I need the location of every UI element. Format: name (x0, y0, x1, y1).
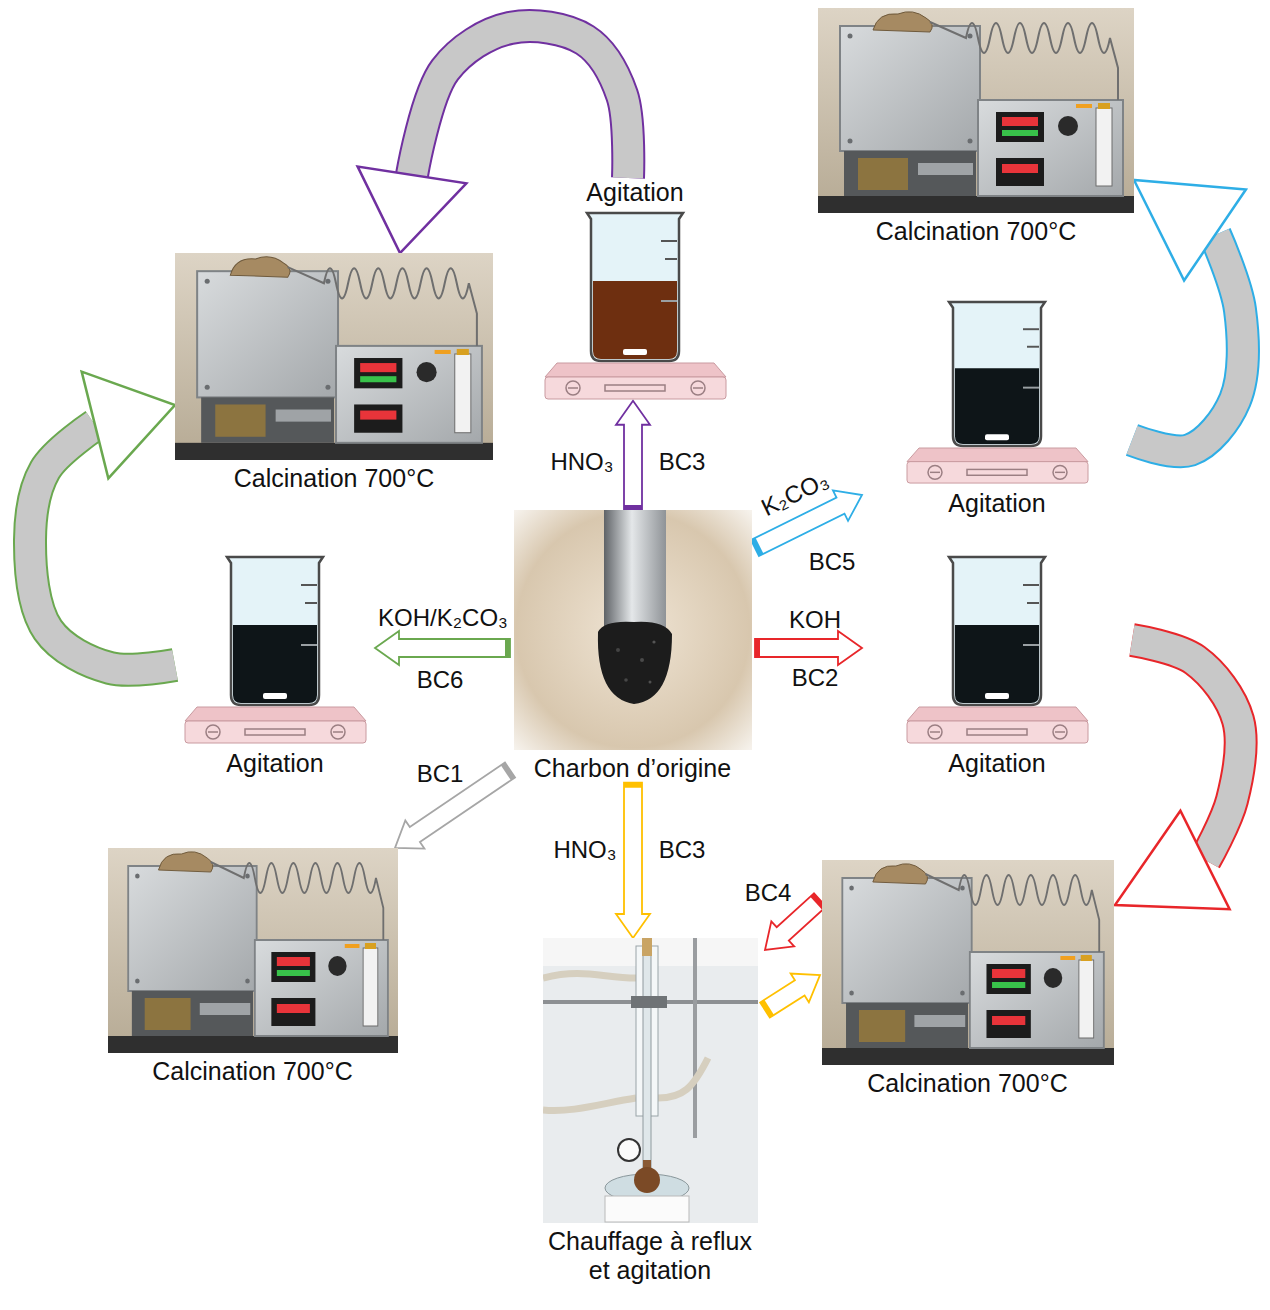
stirred-beaker (905, 555, 1090, 745)
arrow-head (82, 372, 175, 479)
node-caption: Charbon d’origine (534, 754, 731, 783)
stirred-beaker (907, 557, 1088, 743)
arrow-label: KOH/K₂CO₃ (378, 605, 508, 631)
arrow-head (1115, 811, 1230, 909)
curved-arrow-band (30, 425, 175, 670)
arrow-label: BC1 (417, 761, 464, 787)
furnace-photo (822, 860, 1114, 1065)
curved-arrow-fill (412, 26, 628, 178)
image-node: Calcination 700°C (818, 8, 1134, 246)
stirred-beaker (905, 300, 1090, 485)
arrow-tail (753, 539, 761, 555)
arrow-tail (624, 505, 642, 510)
image-node: Calcination 700°C (105, 848, 400, 1086)
node-caption: Calcination 700°C (867, 1069, 1067, 1098)
furnace-photo (108, 848, 398, 1053)
charcoal-photo (514, 510, 752, 750)
reflux-photo (543, 938, 758, 1223)
image-node: Agitation (540, 178, 730, 401)
image-node: Calcination 700°C (175, 253, 493, 493)
arrow-label: K₂CO₃ (757, 467, 832, 522)
hollow-arrow (755, 631, 862, 665)
flow-arrow (30, 372, 175, 670)
furnace-photo (175, 253, 493, 460)
node-caption: Agitation (948, 749, 1045, 778)
arrow-head (358, 167, 467, 253)
stirred-beaker (545, 213, 726, 399)
furnace-photo (822, 860, 1114, 1065)
image-node: Calcination 700°C (820, 860, 1115, 1098)
stirred-beaker (183, 555, 368, 745)
arrow-label: HNO₃ (550, 449, 613, 475)
furnace-photo (818, 8, 1134, 213)
hollow-arrow (616, 783, 650, 938)
flow-arrow (1132, 180, 1246, 451)
flow-arrow (358, 26, 629, 253)
flow-arrow (375, 631, 510, 665)
image-node: Charbon d’origine (510, 510, 755, 783)
stirred-beaker (543, 211, 728, 401)
flow-arrow (1115, 640, 1241, 909)
curved-arrow-fill (30, 425, 175, 670)
reflux-photo (543, 938, 758, 1223)
arrow-tail (624, 783, 642, 788)
furnace-photo (818, 8, 1134, 213)
flow-arrow (616, 783, 650, 938)
furnace-photo (108, 848, 398, 1053)
hollow-arrow (760, 974, 820, 1018)
node-caption: Chauffage à reflux et agitation (543, 1227, 758, 1285)
arrow-tail (755, 639, 760, 657)
arrow-label: BC3 (659, 837, 706, 863)
flow-arrow (616, 401, 650, 510)
arrow-label: BC5 (809, 549, 856, 575)
curved-arrow-band (412, 26, 628, 178)
hollow-arrow (375, 631, 510, 665)
arrow-tail (505, 639, 510, 657)
arrow-label: BC2 (792, 665, 839, 691)
furnace-photo (175, 253, 493, 460)
image-node: Agitation (175, 555, 375, 778)
flow-arrow (760, 974, 820, 1018)
stirred-beaker (907, 302, 1088, 483)
image-node: Agitation (862, 555, 1132, 778)
image-node: Chauffage à reflux et agitation (535, 938, 765, 1285)
arrow-label: HNO₃ (553, 837, 616, 863)
arrow-label: BC3 (659, 449, 706, 475)
arrow-tail (762, 1001, 772, 1016)
node-caption: Calcination 700°C (234, 464, 434, 493)
arrow-head (1134, 180, 1246, 281)
stirred-beaker (185, 557, 366, 743)
flow-arrow (755, 631, 862, 665)
arrow-label: BC4 (745, 880, 792, 906)
node-caption: Calcination 700°C (876, 217, 1076, 246)
node-caption: Agitation (586, 178, 683, 207)
hollow-arrow (616, 401, 650, 510)
arrow-label: BC6 (417, 667, 464, 693)
arrow-label: KOH (789, 607, 841, 633)
node-caption: Calcination 700°C (152, 1057, 352, 1086)
charcoal-photo (514, 510, 752, 750)
node-caption: Agitation (226, 749, 323, 778)
node-caption: Agitation (948, 489, 1045, 518)
arrow-tail (503, 764, 513, 779)
image-node: Agitation (862, 300, 1132, 518)
